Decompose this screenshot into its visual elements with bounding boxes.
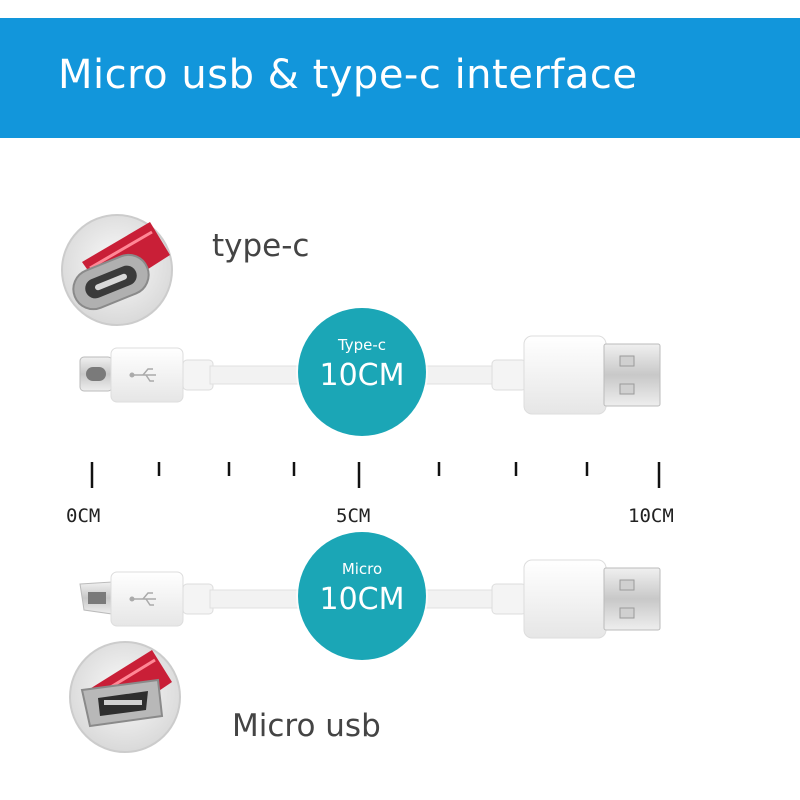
micro-badge-length: 10CM — [319, 582, 405, 617]
micro-cable — [79, 559, 661, 639]
usb-trident-icon — [129, 592, 156, 606]
typec-closeup-image — [61, 214, 173, 326]
micro-length-badge: Micro 10CM — [298, 532, 426, 660]
header-banner: Micro usb & type-c interface — [0, 18, 800, 138]
page-title: Micro usb & type-c interface — [58, 52, 638, 98]
typec-label: type-c — [212, 228, 310, 264]
micro-label: Micro usb — [232, 708, 381, 744]
typec-length-badge: Type-c 10CM — [298, 308, 426, 436]
micro-closeup-image — [69, 641, 181, 753]
ruler-label-0cm: 0CM — [66, 505, 101, 527]
typec-badge-type: Type-c — [337, 336, 387, 354]
ruler — [90, 462, 661, 488]
typec-badge-length: 10CM — [319, 358, 405, 393]
ruler-label-10cm: 10CM — [628, 505, 674, 527]
ruler-label-5cm: 5CM — [336, 505, 371, 527]
micro-badge-type: Micro — [341, 560, 383, 578]
usb-trident-icon — [129, 368, 156, 382]
